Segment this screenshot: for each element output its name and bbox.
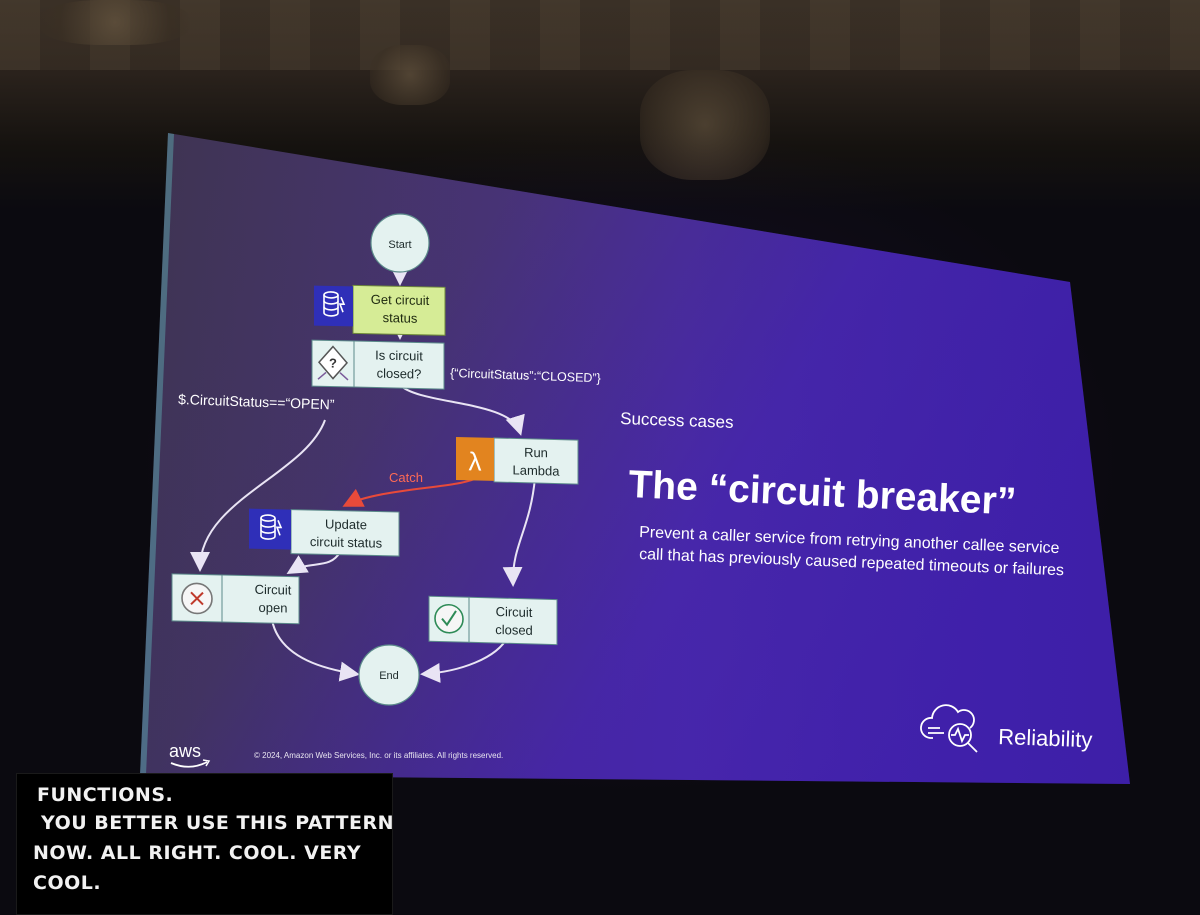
get-circuit-status-line1: Get circuit [371,292,430,308]
connector-open-end [271,619,360,682]
svg-text:?: ? [329,355,337,370]
dynamodb-glyph [323,291,346,317]
closed-condition-label: {“CircuitStatus”:“CLOSED”} [450,366,601,385]
choice-icon: ? [317,345,349,381]
connector-choice-open [190,419,326,572]
pillar-label: Reliability [998,724,1093,752]
lambda-glyph: λ [469,446,482,476]
caption-line-4: COOL. [33,872,102,894]
get-circuit-status-line2: status [383,310,418,326]
caption-line-2: YOU BETTER USE THIS PATTERN [41,812,395,834]
circuit-closed-line1: Circuit [496,604,533,620]
circuit-closed-line2: closed [495,622,533,638]
section-label: Success cases [620,409,734,432]
run-lambda-line1: Run [524,445,548,461]
update-line1: Update [325,516,367,532]
update-circuit-status-task: Update circuit status [249,508,400,557]
ceiling-ornament [40,0,190,45]
live-caption-box: FUNCTIONS. YOU BETTER USE THIS PATTERN N… [16,773,395,915]
copyright-notice: © 2024, Amazon Web Services, Inc. or its… [254,751,503,760]
end-label: End [379,670,399,682]
circuit-open-state: Circuit open [171,573,300,625]
connector-choice-lambda [399,384,525,436]
end-node: End [358,644,420,706]
choice-node: ? Is circuit closed? [311,339,445,390]
connector-catch [342,477,477,507]
caption-line-1: FUNCTIONS. [37,784,174,806]
fail-icon [181,582,213,615]
connector-lambda-closed [502,477,536,587]
circuit-open-line2: open [259,600,288,616]
flow-connectors [190,266,536,683]
catch-label: Catch [389,470,423,485]
run-lambda-task: λ Run Lambda [456,436,579,485]
open-condition-label: $.CircuitStatus==“OPEN” [178,391,335,412]
ceiling-ornament [640,70,770,180]
dynamodb-icon-update [249,508,291,550]
choice-line1: Is circuit [375,348,423,364]
slide-glow [140,133,1130,784]
circuit-closed-state: Circuit closed [428,595,558,646]
slide-edge-highlight [140,133,174,775]
start-label: Start [388,239,411,251]
connector-update-open [286,551,341,575]
run-lambda-line2: Lambda [513,462,561,478]
circuit-open-line1: Circuit [255,582,292,598]
caption-line-3: NOW. ALL RIGHT. COOL. VERY [33,842,362,864]
ceiling-molding [0,0,1200,70]
aws-logo: aws [169,741,211,768]
aws-logo-text: aws [169,741,201,761]
choice-line2: closed? [377,366,422,382]
get-circuit-status-task: Get circuit status [314,284,446,336]
dynamodb-glyph-update [260,514,283,540]
start-node: Start [370,213,430,273]
cloud-monitoring-icon [920,704,978,753]
success-icon [434,603,464,634]
lambda-icon [456,436,494,481]
update-line2: circuit status [310,534,383,551]
ceiling-ornament [370,45,450,105]
